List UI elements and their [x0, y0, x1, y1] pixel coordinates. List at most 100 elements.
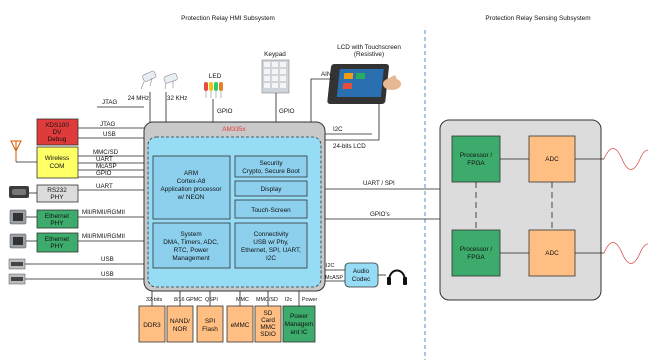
connectivity-line-2: USB w/ Phy, [253, 239, 289, 246]
jtag-top-label: JTAG [102, 99, 118, 106]
ddr3-label: DDR3 [143, 322, 161, 329]
led-gpio-label: GPIO [217, 108, 233, 115]
bus-i2c-label: I2c [285, 297, 292, 303]
audio-codec-line-2: Codec [352, 276, 371, 283]
system-block [152, 222, 231, 269]
arm-line-2: Cortex-A8 [177, 178, 206, 185]
eth1-line-1: Ethernet [45, 213, 69, 220]
pmic-line-1: Power [290, 313, 309, 320]
rj45-port-2-icon [9, 233, 27, 249]
processor-fpga-2-block [451, 229, 501, 277]
proc1-line-1: Processor / [460, 152, 493, 159]
adc-2-block [528, 229, 576, 277]
arm-line-1: ARM [184, 170, 198, 177]
crystal-24mhz-icon [140, 70, 157, 90]
arm-line-3: Application processor [160, 186, 222, 193]
ethernet-phy-2-block [36, 232, 79, 253]
system-line-3: RTC, Power [174, 247, 210, 254]
keypad-gpio-label: GPIO [279, 108, 295, 115]
usb-debug-label: USB [103, 131, 116, 138]
proc1-line-2: FPGA [467, 160, 485, 167]
sine-wave-1-icon [603, 148, 649, 170]
security-block [234, 155, 308, 178]
nand-line-2: NOR [173, 326, 188, 333]
sdcard-line-4: SDIO [260, 331, 276, 338]
connectivity-line-3: Ethernet, SPI, UART, [241, 247, 301, 254]
lcd-i2c-label: I2C [333, 126, 343, 133]
sensing-title: Protection Relay Sensing Subsystem [485, 15, 590, 22]
display-label: Display [261, 186, 283, 193]
usb-port-2-icon [8, 273, 26, 285]
freq-24mhz-label: 24 MHz [128, 95, 149, 102]
lcd-title-1: LCD with Touchscreen [337, 44, 401, 51]
xds100-line-2: DV [53, 129, 63, 136]
system-line-2: DMA, Timers, ADC, [163, 239, 219, 246]
usb-port-1-icon [8, 258, 26, 270]
eth1-line-2: PHY [50, 220, 64, 227]
mii-1-label: MII/RMII/RGMII [82, 209, 125, 216]
wireless-com-block [36, 146, 79, 179]
db9-connector-icon [9, 186, 29, 198]
proc2-line-2: FPGA [467, 254, 485, 261]
connectivity-block [234, 222, 308, 269]
headphone-icon [387, 269, 407, 285]
processor-fpga-1-block [451, 135, 501, 183]
nand-nor-block [166, 305, 194, 343]
sdcard-line-1: SD [264, 310, 273, 317]
touchscreen-block [234, 199, 308, 219]
jtag-label: JTAG [100, 121, 116, 128]
connectivity-line-4: I2C [266, 255, 276, 262]
led-icons [204, 82, 223, 98]
crystal-32khz-icon [163, 73, 178, 90]
emmc-label: eMMC [231, 322, 250, 329]
rj45-port-1-icon [9, 209, 27, 225]
bus-32bit-label: 32-bits [146, 297, 162, 303]
hmi-title: Protection Relay HMI Subsystem [181, 15, 275, 22]
bus-gpmc-label: 8/16 GPMC [174, 297, 202, 303]
spi-flash-line-1: SPI [205, 318, 216, 325]
uart-rs232-label: UART [96, 183, 113, 190]
audio-i2c-label: I2C [326, 263, 334, 269]
nand-line-1: NAND/ [170, 318, 190, 325]
sd-card-block [254, 305, 282, 343]
sdcard-line-2: Card [261, 317, 275, 324]
lcd-24bit-line [325, 103, 380, 141]
adc1-label: ADC [545, 156, 559, 163]
lcd-title-2: (Resistive) [354, 51, 384, 58]
gpio-wireless-label: GPIO [96, 170, 112, 177]
mmcsd-label: MMC/SD [93, 149, 119, 156]
audio-codec-block [344, 262, 379, 288]
display-block [234, 180, 308, 197]
system-line-4: Management [172, 255, 210, 262]
gpios-label: GPIO's [370, 211, 390, 218]
led-label: LED [209, 73, 222, 80]
wireless-line-2: COM [50, 163, 65, 170]
rs232-line-1: RS232 [47, 187, 67, 194]
freq-32khz-label: 32 KHz [167, 95, 187, 102]
lcd-touchscreen-icon [327, 64, 401, 104]
bus-mmcsd-label: MMC/SD [256, 297, 278, 303]
antenna-icon [10, 140, 37, 163]
bus-qspi-label: QSPI [205, 297, 218, 303]
touchscreen-label: Touch-Screen [251, 207, 291, 214]
mcasp-wireless-label: McASP [96, 163, 117, 170]
uart-spi-label: UART / SPI [363, 180, 395, 187]
connectivity-line-1: Connectivity [254, 231, 290, 238]
wireless-line-1: Wireless [45, 155, 70, 162]
usb-2-label: USB [101, 256, 114, 263]
bus-power-label: Power [302, 297, 317, 303]
system-line-1: System [180, 231, 201, 238]
pmic-line-2: Managem [285, 321, 313, 328]
keypad-label: Keypad [264, 51, 286, 58]
proc2-line-1: Processor / [460, 246, 493, 253]
arm-line-4: w/ NEON [177, 194, 205, 201]
adc2-label: ADC [545, 250, 559, 257]
spi-flash-block [196, 305, 224, 343]
ddr3-block [138, 305, 166, 343]
pmic-block [282, 305, 316, 343]
lcd-24bit-label: 24-bits LCD [333, 143, 366, 150]
spi-flash-line-2: Flash [202, 326, 218, 333]
security-line-2: Crypto, Secure Boot [242, 168, 300, 175]
